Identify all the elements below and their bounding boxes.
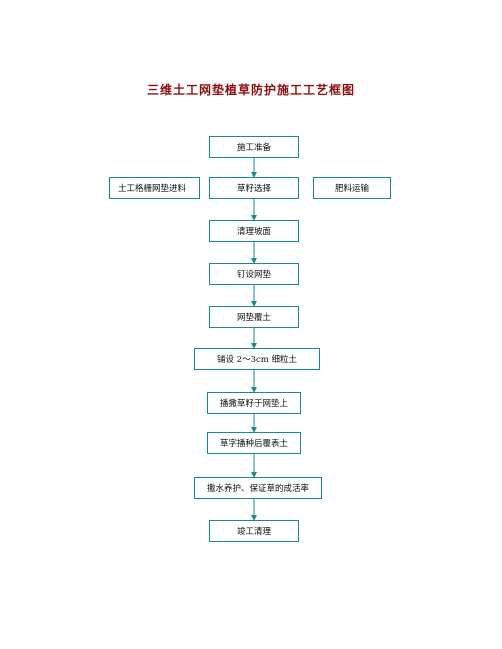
step-slope-clean: 清理坡面 <box>209 220 299 242</box>
step-material-left: 土工格栅网垫进料 <box>109 177 200 199</box>
step-nail-mat: 钉设网垫 <box>209 263 299 285</box>
step-material-right: 肥料运输 <box>313 177 391 199</box>
step-prep: 施工准备 <box>209 136 299 158</box>
step-seed-select: 草籽选择 <box>209 177 299 199</box>
step-sow-seed: 播撒草籽于网垫上 <box>207 392 301 414</box>
step-cover-soil: 网垫覆土 <box>209 306 299 328</box>
step-fine-soil: 铺设 2～3cm 细粒土 <box>194 348 320 370</box>
step-water-care: 撒水养护、保证草的成活率 <box>194 477 322 499</box>
page-title: 三维土工网垫植草防护施工工艺框图 <box>146 83 355 97</box>
step-cleanup: 竣工清理 <box>209 520 299 542</box>
step-cover-surface: 草字播种后覆表土 <box>207 432 301 454</box>
